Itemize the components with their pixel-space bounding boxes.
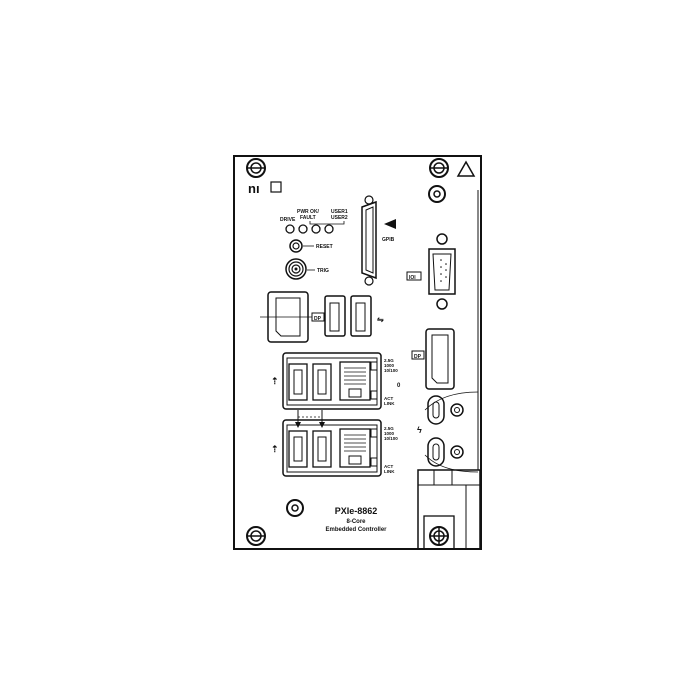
eth1-act-led-icon xyxy=(370,390,378,400)
eth-index-label: 0 xyxy=(397,383,401,389)
led-user2-icon xyxy=(324,224,334,234)
mount-hole-lower-left-icon xyxy=(286,499,304,517)
displayport-2-connector[interactable] xyxy=(425,328,455,390)
led-user1-icon xyxy=(311,224,321,234)
serial-port-connector[interactable] xyxy=(428,233,456,310)
eth1-act-label: ACT xyxy=(384,396,393,401)
label-user2: USER2 xyxy=(331,215,348,221)
port-link-arrows-icon xyxy=(295,410,325,428)
usb-a-port-mid-2[interactable] xyxy=(312,363,332,401)
label-drive: DRIVE xyxy=(280,217,296,223)
thunderbolt-icon: ϟ xyxy=(417,425,422,435)
ejector-handle[interactable] xyxy=(417,469,481,550)
reset-button[interactable] xyxy=(289,239,314,253)
screw-bottom-left-icon xyxy=(246,526,266,546)
dp1-label-box xyxy=(311,312,325,322)
eth2-speed-2: 1000 xyxy=(384,431,395,436)
trig-connector[interactable] xyxy=(285,258,315,280)
eth2-speed-1: 2.5G xyxy=(384,426,394,431)
led-drive-icon xyxy=(285,224,295,234)
eth1-speed-1: 2.5G xyxy=(384,358,394,363)
gpib-connector[interactable] xyxy=(361,195,377,286)
eth2-status-led-icon xyxy=(370,428,378,438)
usb-a-port-mid-1[interactable] xyxy=(288,363,308,401)
eth2-act-label: ACT xyxy=(384,464,393,469)
mount-hole-upper-right-icon xyxy=(428,185,446,203)
label-trig: TRIG xyxy=(317,268,329,274)
usbc-bracket-line xyxy=(424,391,479,411)
eth1-link-label: LINK xyxy=(384,401,395,406)
eth2-act-led-icon xyxy=(370,457,378,467)
ethernet-port-2[interactable] xyxy=(339,428,371,468)
gpib-arrow-icon xyxy=(384,219,396,229)
label-fault: FAULT xyxy=(300,215,316,221)
screw-top-left-icon xyxy=(246,158,266,178)
ioi-label-box xyxy=(406,271,422,281)
led-pwr-ok-icon xyxy=(298,224,308,234)
dp2-label-box xyxy=(411,350,425,360)
ni-logo: nı xyxy=(248,181,260,196)
ethernet-port-1[interactable] xyxy=(339,361,371,401)
screw-top-right-icon xyxy=(429,158,449,178)
usb-icon-1: ⇡ xyxy=(271,376,279,386)
usb-ethernet-block-2 xyxy=(282,419,382,477)
label-dp1: DP xyxy=(314,316,322,322)
product-type: Embedded Controller xyxy=(325,527,387,533)
label-pwr-ok: PWR OK/ xyxy=(297,209,320,215)
product-cores: 8-Core xyxy=(346,519,366,525)
usb-a-port-bottom-1[interactable] xyxy=(288,430,308,468)
usb-a-port-top-2[interactable] xyxy=(350,295,372,337)
led-bracket xyxy=(309,221,345,225)
usb-a-port-top-1[interactable] xyxy=(324,295,346,337)
usb-ethernet-block-1 xyxy=(282,352,382,410)
eth2-speed-3: 10/100 xyxy=(384,436,398,441)
eth2-link-label: LINK xyxy=(384,469,395,474)
status-square-icon xyxy=(270,181,282,193)
usb-c-port-2[interactable] xyxy=(427,437,445,467)
usb-c-screw-2-icon xyxy=(450,445,464,459)
usbc-bracket-line-2 xyxy=(424,454,479,473)
label-gpib: GPIB xyxy=(382,237,395,243)
usb-a-port-bottom-2[interactable] xyxy=(312,430,332,468)
label-reset: RESET xyxy=(316,244,333,250)
usb-c-screw-1-icon xyxy=(450,403,464,417)
label-ioi: IOI xyxy=(409,275,416,281)
label-dp2: DP xyxy=(414,354,422,360)
eth1-speed-3: 10/100 xyxy=(384,368,398,373)
label-user1: USER1 xyxy=(331,209,348,215)
usb-ss-symbol-icon: ⇋ xyxy=(377,315,384,324)
eth1-speed-2: 1000 xyxy=(384,363,395,368)
product-model: PXIe-8862 xyxy=(335,506,378,516)
usb-c-port-1[interactable] xyxy=(427,395,445,425)
screw-bottom-right-icon xyxy=(429,526,449,546)
warning-triangle-icon xyxy=(456,160,476,177)
eth1-status-led-icon xyxy=(370,361,378,371)
usb-icon-2: ⇡ xyxy=(271,444,279,454)
